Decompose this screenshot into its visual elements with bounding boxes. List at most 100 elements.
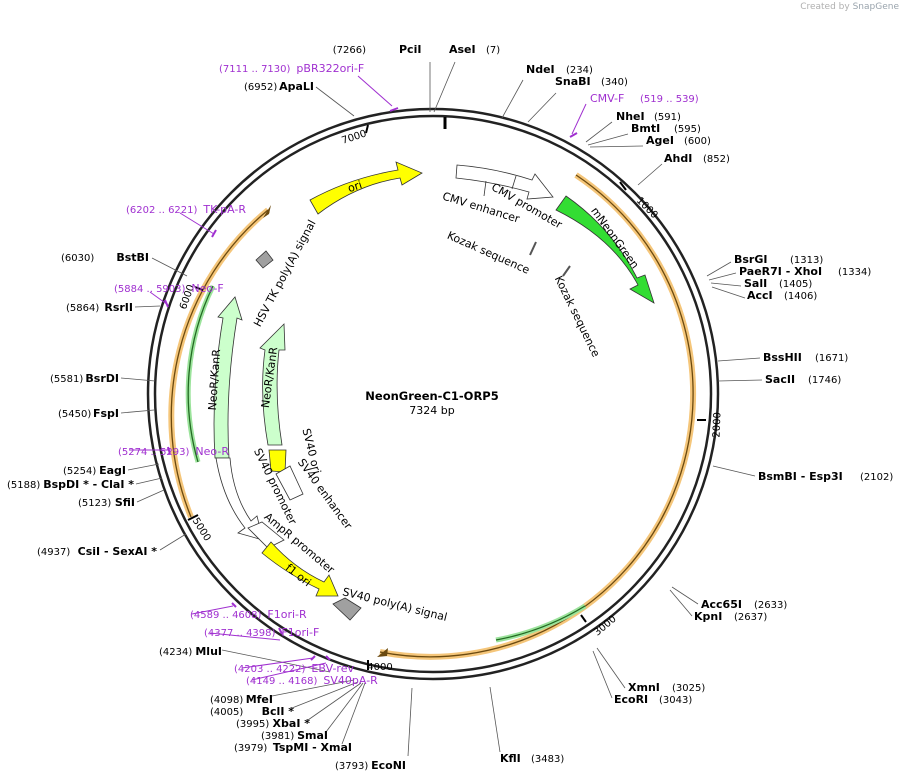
primer-leader-f1ori-r <box>191 605 234 615</box>
primer-f1ori-f[interactable]: (4377 .. 4398)F1ori-F <box>204 626 319 641</box>
site-sfii[interactable]: SfiI(5123) <box>78 489 165 509</box>
tick-label-4000: 4000 <box>367 662 392 673</box>
primer-annotations: (7111 .. 7130)pBR322ori-F CMV-F(519 .. 53… <box>114 62 699 687</box>
site-leader-bcli <box>291 681 359 709</box>
primer-f1ori-r[interactable]: (4589 .. 4608)F1ori-R <box>190 602 307 621</box>
site-paer7i-xhoi[interactable]: PaeR7I - XhoI(1334) <box>708 265 871 281</box>
site-pcii[interactable]: PciI(7266) <box>333 43 431 112</box>
site-mfei[interactable]: MfeI(4098) <box>210 679 355 706</box>
site-leader-apali <box>315 86 355 117</box>
site-tspmi-xmai[interactable]: TspMI - XmaI(3979) <box>234 682 366 754</box>
site-agei[interactable]: AgeI(600) <box>589 134 711 148</box>
feature-neokan-inner: NeoR/KanR <box>259 323 286 446</box>
site-name-bcli: BclI * <box>262 705 295 718</box>
site-leader-bsshii <box>717 357 761 362</box>
tick-label-3000: 3000 <box>592 614 619 639</box>
primer-name-cmv-f: CMV-F <box>590 92 624 105</box>
site-name-kpni: KpnI <box>694 610 722 623</box>
site-name-sali: SalI <box>744 277 767 290</box>
tick-mark-1000 <box>619 181 627 191</box>
feature-label-sv40-enhancer: SV40 enhancer <box>295 456 355 532</box>
site-position-smai: (3981) <box>261 731 294 742</box>
site-ndei[interactable]: NdeI(234) <box>501 63 593 119</box>
site-name-ahdi: AhdI <box>664 152 692 165</box>
site-bsrgi[interactable]: BsrGI (1313) <box>706 253 823 277</box>
site-position-eagi: (5254) <box>63 466 96 477</box>
primer-name-f1ori-f: F1ori-F <box>281 626 319 639</box>
primer-pbr322ori-f[interactable]: (7111 .. 7130)pBR322ori-F <box>219 62 399 112</box>
site-position-acci: (1406) <box>784 291 817 302</box>
feature-kozak: Kozak sequence Kozak sequence <box>445 229 602 360</box>
snapgene-credit: Created by SnapGene <box>800 2 899 12</box>
site-leader-econi <box>407 687 413 757</box>
site-position-ahdi: (852) <box>703 154 730 165</box>
site-mlui[interactable]: MluI(4234) <box>159 645 331 673</box>
tick-mark-6000 <box>194 286 204 291</box>
site-ahdi[interactable]: AhdI (852) <box>637 152 730 186</box>
site-rsrii[interactable]: RsrII(5864) <box>66 301 161 314</box>
site-acc65i[interactable]: Acc65I(2633) <box>671 586 787 611</box>
site-xbai[interactable]: XbaI *(3995) <box>236 682 362 730</box>
primer-name-neo-r: Neo-R <box>195 445 229 458</box>
site-position-sfii: (5123) <box>78 498 111 509</box>
site-bspdi-clai[interactable]: BspDI * - ClaI *(5188) <box>7 477 163 491</box>
site-name-bsmbi-esp3i: BsmBI - Esp3I <box>758 470 843 483</box>
site-kpni[interactable]: KpnI(2637) <box>669 589 767 623</box>
site-name-bsrgi: BsrGI <box>734 253 767 266</box>
primer-mark-f1ori-r <box>231 602 237 608</box>
site-sali[interactable]: SalI(1405) <box>710 277 812 290</box>
site-sacii[interactable]: SacII(1746) <box>717 373 841 386</box>
site-csii-sexai[interactable]: CsiI - SexAI *(4937) <box>37 533 187 558</box>
site-name-ndei: NdeI <box>526 63 555 76</box>
site-leader-snabi <box>527 92 557 123</box>
site-xmni[interactable]: XmnI(3025) <box>596 647 705 694</box>
site-leader-bsmbi-esp3i <box>712 465 756 477</box>
site-position-econi: (3793) <box>335 761 368 772</box>
site-bcli[interactable]: BclI *(4005) <box>210 681 359 718</box>
site-leader-bspdi-clai <box>135 477 163 485</box>
site-position-apali: (6952) <box>244 82 277 93</box>
site-econi[interactable]: EcoNI(3793) <box>335 687 413 772</box>
primer-leader-pbr322ori-f <box>357 75 393 107</box>
site-asei[interactable]: AseI(7) <box>433 43 500 113</box>
feature-label-sv40-polya: SV40 poly(A) signal <box>341 585 448 624</box>
feature-label-kozak-1: Kozak sequence <box>445 229 532 277</box>
site-acci[interactable]: AccI(1406) <box>711 286 817 302</box>
site-nhei[interactable]: NheI(591) <box>585 110 681 143</box>
site-apali[interactable]: ApaLI(6952) <box>244 80 355 117</box>
site-name-csii-sexai: CsiI - SexAI * <box>78 545 158 558</box>
site-snabi[interactable]: SnaBI(340) <box>527 75 628 123</box>
primer-neo-r[interactable]: (5274 .. 5293)Neo-R <box>118 445 229 458</box>
site-bmti[interactable]: BmtI (595) <box>587 122 701 146</box>
site-position-bmti: (595) <box>674 124 701 135</box>
site-smai[interactable]: SmaI(3981) <box>261 682 364 742</box>
feature-label-f1-ori: f1 ori <box>283 561 314 589</box>
site-name-bsrdi: BsrDI <box>85 372 119 385</box>
site-name-bmti: BmtI <box>631 122 660 135</box>
site-name-bstbi: BstBI <box>116 251 149 264</box>
site-name-tspmi-xmai: TspMI - XmaI <box>273 741 352 754</box>
primer-neo-f[interactable]: (5884 .. 5903)Neo-F <box>114 282 224 308</box>
tick-label-5000: 5000 <box>190 516 213 543</box>
site-leader-ahdi <box>637 163 663 186</box>
primer-sv40pa-r[interactable]: (4149 .. 4168)SV40pA-R <box>246 655 378 687</box>
site-leader-agei <box>589 145 644 148</box>
primer-range-sv40pa-r: (4149 .. 4168) <box>246 676 318 687</box>
primer-ebv-rev[interactable]: (4203 .. 4222)EBV-rev <box>234 655 354 675</box>
site-bsrdi[interactable]: BsrDI(5581) <box>50 372 156 385</box>
site-eagi[interactable]: EagI(5254) <box>63 463 160 477</box>
site-leader-sali <box>710 282 742 287</box>
feature-neokan-outer: NeoR/KanR <box>206 296 243 459</box>
site-bsmbi-esp3i[interactable]: BsmBI - Esp3I(2102) <box>712 465 893 483</box>
primer-cmv-f[interactable]: CMV-F(519 .. 539) <box>569 92 699 138</box>
primer-leader-ebv-rev <box>241 657 314 669</box>
primer-tk-pa-r[interactable]: (6202 .. 6221)TK-pA-R <box>126 203 246 238</box>
site-position-bsrgi: (1313) <box>790 255 823 266</box>
site-ecori[interactable]: EcoRI(3043) <box>592 650 692 706</box>
site-position-agei: (600) <box>684 136 711 147</box>
site-fspi[interactable]: FspI(5450) <box>58 407 155 420</box>
site-name-ecori: EcoRI <box>614 693 648 706</box>
site-kfli[interactable]: KflI(3483) <box>489 686 564 765</box>
site-bsshii[interactable]: BssHII(1671) <box>717 351 848 364</box>
site-bstbi[interactable]: BstBI(6030) <box>61 251 188 277</box>
